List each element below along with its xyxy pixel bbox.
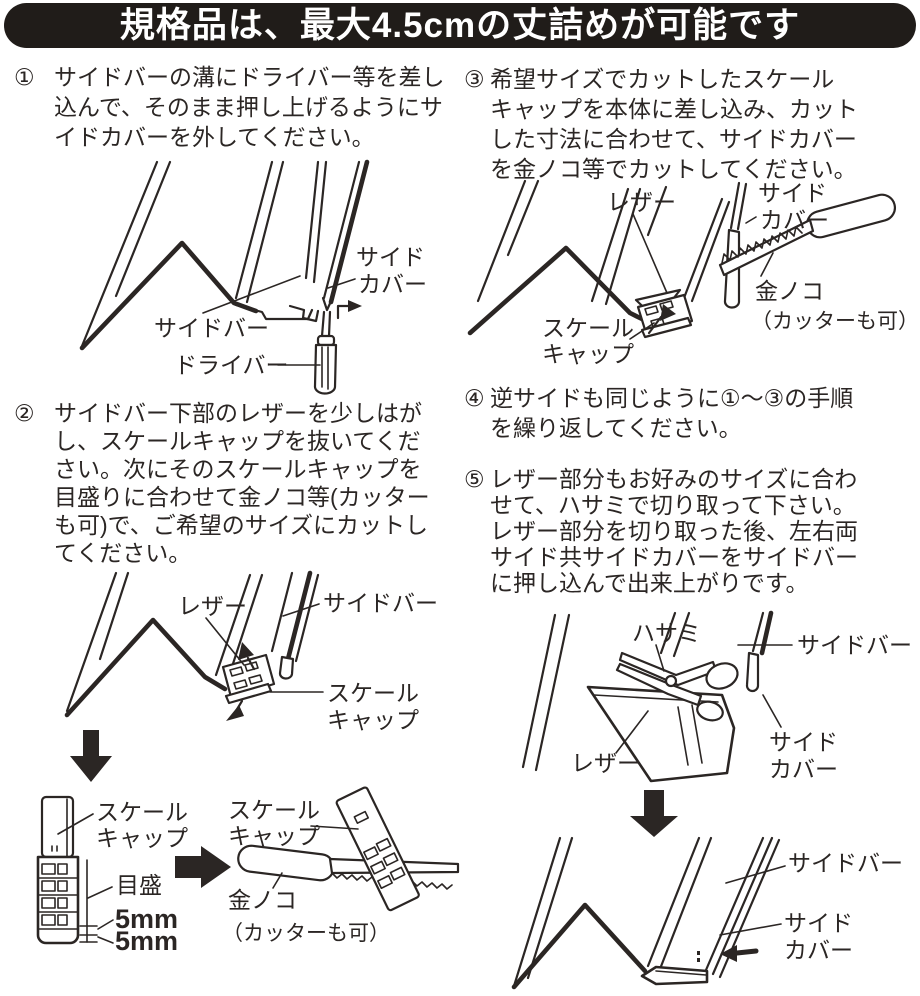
pull-down-arrow-icon	[226, 699, 244, 721]
hacksaw-drawing	[237, 844, 460, 890]
label-saw: 金ノコ	[755, 278, 824, 304]
label-scale-marks: 目盛	[116, 872, 162, 898]
label-side-cover: カバー	[760, 207, 829, 233]
pleated-screen-drawing	[467, 179, 731, 336]
label-side-cover: カバー	[358, 271, 427, 297]
leader-line	[97, 919, 114, 930]
label-leather: レザー	[571, 750, 640, 776]
leader-line	[205, 617, 245, 666]
diagram-step2-cut-scale-cap: スケール キャップ 目盛 5mm 5mm スケール キャップ 金ノコ （カッター…	[36, 786, 460, 956]
step-5-text: レザー部分もお好みのサイズに合わ せて、ハサミで切り取って下さい。 レザー部分を…	[490, 466, 858, 596]
leader-line	[202, 275, 301, 314]
label-side-cover: カバー	[769, 756, 838, 782]
label-scale-cap: キャップ	[228, 823, 320, 849]
label-side-bar: サイドバー	[154, 315, 269, 341]
label-side-bar: サイドバー	[797, 632, 912, 658]
label-5mm: 5mm	[115, 904, 178, 934]
measure-ticks	[79, 925, 98, 943]
step-1: ① サイドバーの溝にドライバー等を差し 込んで、そのまま押し上げるようにサ イド…	[14, 62, 450, 152]
right-arrow-icon	[175, 846, 231, 888]
diagram-step5-cut-leather: ハサミ サイドバー レザー サイド カバー	[521, 610, 912, 783]
pleated-screen-drawing	[521, 610, 774, 772]
label-scale-cap: キャップ	[542, 341, 634, 367]
step-5: ⑤ レザー部分もお好みのサイズに合わ せて、ハサミで切り取って下さい。 レザー部…	[464, 466, 916, 596]
label-saw: 金ノコ	[228, 887, 297, 913]
label-leather: レザー	[178, 593, 247, 619]
leader-line	[282, 603, 320, 617]
step-4-text: 逆サイドも同じように①～③の手順 を繰り返してください。	[490, 385, 854, 441]
diagram-step3-cut-side-cover: レザー サイド カバー 金ノコ （カッターも可） スケール キャップ	[467, 179, 919, 367]
insert-arrow-icon	[647, 304, 676, 335]
step-4: ④ 逆サイドも同じように①～③の手順 を繰り返してください。	[464, 383, 916, 443]
leader-line	[762, 694, 782, 728]
leader-line	[272, 872, 283, 889]
scale-cap-drawing	[221, 653, 276, 705]
scale-cap-being-cut-drawing	[335, 786, 420, 912]
page-title-banner: 規格品は、最大4.5cmの丈詰めが可能です	[4, 3, 916, 48]
label-scale-cap: キャップ	[327, 707, 419, 733]
push-in-arrow-icon	[720, 945, 759, 962]
leader-line	[632, 213, 668, 294]
diagram-step1-remove-side-cover: サイド カバー サイドバー ドライバー	[79, 159, 427, 395]
leader-line	[745, 216, 757, 224]
leader-line	[57, 813, 94, 835]
leader-line	[615, 710, 649, 754]
label-scale-cap: スケール	[228, 797, 320, 823]
label-5mm: 5mm	[115, 926, 178, 956]
hacksaw-drawing	[718, 193, 897, 277]
pull-up-arrow-icon	[238, 642, 256, 671]
step-2-number: ②	[14, 400, 35, 426]
pleated-screen-drawing	[64, 570, 320, 718]
leader-line	[327, 278, 356, 289]
pleated-screen-drawing	[511, 836, 781, 990]
diagram-step2-pull-scale-cap: レザー サイドバー スケール キャップ	[64, 570, 438, 782]
diagram-step5-finished: サイドバー サイド カバー	[511, 790, 903, 990]
label-scissors: ハサミ	[632, 620, 701, 646]
pleated-screen-drawing	[79, 159, 370, 351]
leader-line	[725, 865, 786, 884]
label-cutter-ok: （カッターも可）	[751, 310, 919, 333]
screwdriver-drawing	[313, 296, 338, 395]
push-up-arrow-icon	[336, 300, 362, 320]
label-side-cover: サイド	[356, 244, 425, 270]
step-5-number: ⑤	[464, 466, 485, 492]
step-2: ② サイドバー下部のレザーを少しはが し、スケールキャップを抜いてくだ さい。次…	[14, 399, 450, 567]
leader-line	[655, 644, 665, 672]
label-side-cover: サイド	[758, 180, 827, 206]
label-cutter-ok: （カッターも可）	[222, 922, 390, 945]
step-3-text: 希望サイズでカットしたスケール キャップを本体に差し込み、カット した寸法に合わ…	[490, 66, 858, 182]
leader-line	[310, 825, 359, 830]
label-scale-cap: スケール	[96, 799, 188, 825]
label-leather: レザー	[607, 189, 676, 215]
step-4-number: ④	[464, 385, 485, 411]
down-arrow-icon	[630, 790, 678, 837]
step-3-number: ③	[464, 66, 485, 92]
label-scale-cap: スケール	[327, 680, 419, 706]
leader-line	[97, 936, 114, 944]
leader-line	[760, 252, 774, 277]
step-3: ③ 希望サイズでカットしたスケール キャップを本体に差し込み、カット した寸法に…	[464, 64, 916, 184]
scale-cap-strip-drawing	[36, 795, 98, 945]
label-scale-cap: キャップ	[96, 825, 188, 851]
leader-line	[629, 322, 655, 340]
leader-line	[87, 886, 113, 899]
label-side-cover: サイド	[784, 910, 853, 936]
label-side-cover: カバー	[784, 937, 853, 963]
label-side-bar: サイドバー	[323, 590, 438, 616]
label-driver: ドライバー	[174, 352, 289, 378]
leader-line	[719, 923, 782, 936]
scissors-drawing	[615, 651, 739, 722]
down-arrow-icon	[70, 730, 112, 782]
step-2-text: サイドバー下部のレザーを少しはが し、スケールキャップを抜いてくだ さい。次にそ…	[54, 400, 430, 566]
label-side-cover: サイド	[769, 729, 838, 755]
label-scale-cap: スケール	[542, 315, 634, 341]
step-1-number: ①	[14, 64, 35, 90]
step-1-text: サイドバーの溝にドライバー等を差し 込んで、そのまま押し上げるようにサ イドカバ…	[54, 64, 445, 150]
label-side-bar: サイドバー	[788, 850, 903, 876]
